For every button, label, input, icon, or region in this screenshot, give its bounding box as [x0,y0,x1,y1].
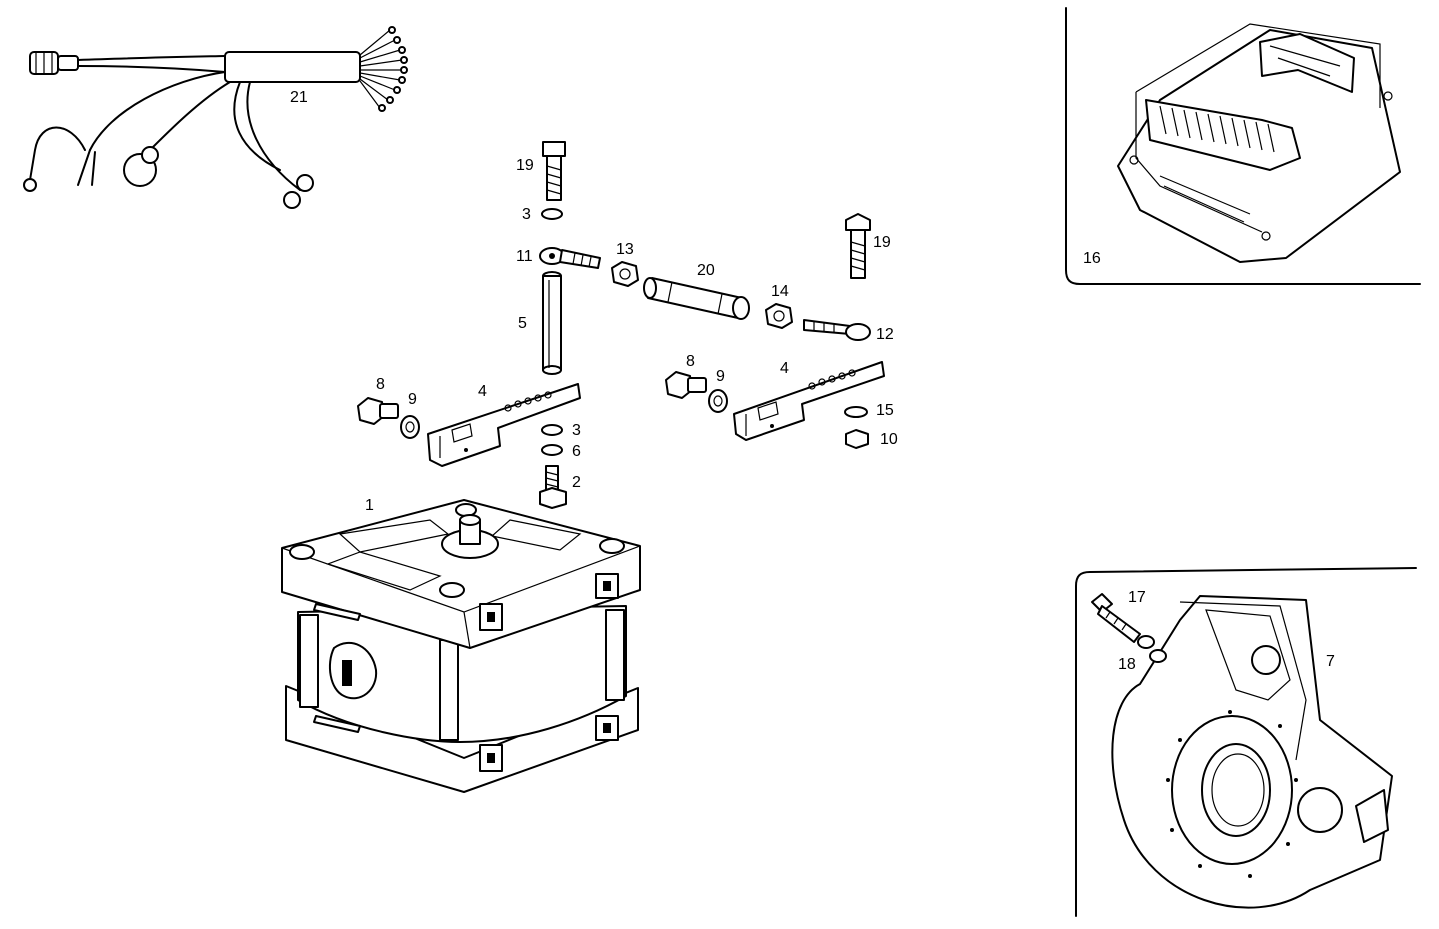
callout-16: 16 [1083,250,1101,267]
control-box-16 [1117,23,1401,263]
callout-9-a: 9 [408,391,417,408]
main-housing-1 [281,499,641,793]
sensor-17 [1091,593,1141,643]
panel-frame-7 [1075,567,1417,917]
lever-4-left [427,383,581,467]
flywheel-housing-7 [1111,595,1393,909]
callout-2: 2 [572,474,581,491]
callout-4-a: 4 [478,383,487,400]
callout-3-b: 3 [572,422,581,439]
callout-5: 5 [518,315,527,332]
washer-3-top [541,208,563,220]
callout-20: 20 [697,262,715,279]
callout-8-b: 8 [686,353,695,370]
callout-18: 18 [1118,656,1136,673]
rod-end-12 [803,319,871,341]
washer-3-lower [541,424,563,436]
callout-14: 14 [771,283,789,300]
bolt-19-center [542,141,566,201]
washer-9-left [400,415,420,439]
callout-4-b: 4 [780,360,789,377]
callout-3-a: 3 [522,206,531,223]
screw-8-left [357,397,399,425]
nut-13 [611,261,639,287]
callout-13: 13 [616,241,634,258]
callout-7: 7 [1326,653,1335,670]
callout-1: 1 [365,497,374,514]
washer-18 [1137,635,1167,663]
rod-end-11 [539,247,601,269]
callout-19-a: 19 [516,157,534,174]
spacer-rod-5 [542,271,562,375]
wiring-harness [23,26,408,209]
washer-9-right [708,389,728,413]
callout-15: 15 [876,402,894,419]
callout-19-b: 19 [873,234,891,251]
callout-12: 12 [876,326,894,343]
nut-14 [765,303,793,329]
screw-8-right [665,371,707,399]
panel-frame-16 [1065,7,1421,285]
callout-10: 10 [880,431,898,448]
callout-21: 21 [290,89,308,106]
washer-6 [541,444,563,456]
washer-15 [844,406,868,418]
nut-10 [845,429,869,449]
turnbuckle-20 [643,277,750,320]
callout-11: 11 [516,248,533,265]
lever-4-right [733,361,885,441]
callout-6: 6 [572,443,581,460]
callout-17: 17 [1128,589,1146,606]
bolt-2 [539,465,567,509]
callout-8-a: 8 [376,376,385,393]
bolt-19-right [845,213,871,279]
callout-9-b: 9 [716,368,725,385]
